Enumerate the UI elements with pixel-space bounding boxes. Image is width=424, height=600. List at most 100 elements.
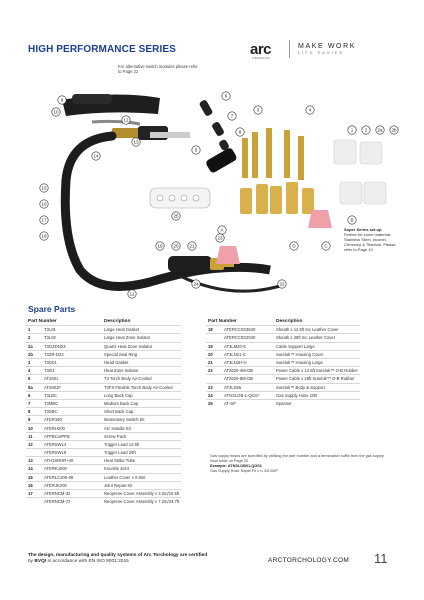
gas-hose-notes: Gas supply hoses are specified by utilis… — [210, 454, 390, 474]
part-item-number: 5a — [26, 382, 42, 392]
callout-label: 16 — [41, 202, 47, 207]
part-number: ATERSWL4 — [42, 439, 102, 449]
part-item-number: 24 — [206, 390, 222, 400]
callout-label: 17 — [41, 218, 47, 223]
part-item-number: 3 — [26, 357, 42, 367]
certification-suffix: in accordance with EN ISO 9001:2015 — [46, 559, 129, 564]
consumables — [216, 128, 387, 264]
callout-label: 9 — [61, 98, 64, 103]
callout-circle — [127, 289, 137, 299]
part-description: Arc Handle Kit — [102, 423, 182, 433]
callout-label: 2a — [377, 128, 383, 133]
part-item-number: 23 — [206, 382, 222, 392]
part-item-number: 15 — [26, 472, 42, 482]
certification-line-1: The design, manufacturing and quality sy… — [28, 553, 208, 558]
part-number: ATERKJ200 — [42, 464, 102, 474]
back-caps — [199, 100, 237, 173]
part-item-number: 25 — [206, 398, 222, 408]
part-item-number: 2 — [26, 333, 42, 343]
callout-label: D — [292, 244, 296, 249]
part-description: T3FX Flexible Torch Body Air-Cooled — [102, 382, 182, 392]
part-number: T3GZDN23 — [42, 341, 102, 351]
page-title: HIGH PERFORMANCE SERIES — [28, 44, 176, 55]
part-number: T3L01 — [42, 325, 102, 334]
part-description: Surelok™ Housing Large — [274, 357, 360, 367]
part-description: Heat Zone Isolator — [102, 366, 182, 375]
callout-circle — [191, 145, 201, 155]
logo-brand: arc — [250, 40, 272, 58]
part-description: Neoprene Cover Assembly x 7.2m/23.7ft — [102, 497, 182, 506]
callout-circle — [347, 215, 357, 225]
brand-logo: arc TORCHOLOGY MAKE WORK LIFE EASIER — [250, 40, 356, 60]
spare-parts-title: Spare Parts — [28, 304, 76, 314]
page-number: 11 — [374, 551, 388, 566]
part-item-number: 1 — [26, 325, 42, 334]
part-description: Neoprene Cover Assembly x 3.2m/10.5ft — [102, 488, 182, 498]
callout-circle — [347, 125, 357, 135]
callout-circle — [121, 115, 131, 125]
part-description: Quartz Heat Zone Isolator — [102, 341, 182, 351]
callout-circle — [155, 241, 165, 251]
part-number: ATERCC0S2040 — [222, 333, 274, 343]
callout-circle — [171, 241, 181, 251]
logo-divider — [289, 40, 291, 58]
logo-sub: TORCHOLOGY — [252, 57, 271, 60]
part-description: Power Cable x 25ft Surelok™ O-B Rubber — [274, 374, 360, 383]
part-description: Knuckle Joint — [102, 464, 182, 474]
callout-label: 12 — [123, 118, 129, 123]
callout-label: A — [220, 228, 223, 233]
part-description: Trigger Lead 12.5ft — [102, 439, 182, 449]
part-description: Long Back Cap — [102, 390, 182, 400]
part-description: Cable Support Large — [274, 341, 360, 351]
callout-circle — [191, 279, 201, 289]
part-item-number: 18 — [206, 325, 222, 334]
part-item-number: 2b — [26, 349, 42, 359]
callout-circle — [57, 95, 67, 105]
part-item-number: 11 — [26, 431, 42, 441]
part-number: ATERCC0S3640 — [222, 325, 274, 334]
callout-label: 11 — [130, 292, 135, 297]
part-number: AT2620-4M-OB — [222, 366, 274, 375]
part-description: Screw Pack — [102, 431, 182, 441]
part-item-number: 22 — [206, 366, 222, 375]
part-description: Sheath x 25ft Inc Leather Cover — [274, 333, 360, 343]
callout-circle — [289, 241, 299, 251]
certification-prefix: by — [28, 559, 35, 564]
callout-label: 23 — [217, 236, 223, 241]
part-number: ATERJK200 — [42, 480, 102, 490]
part-number: ATNSLOB-1-QGS* — [222, 390, 274, 400]
part-number: AT-SP — [222, 398, 274, 408]
part-number: T3ZR-D23 — [42, 349, 102, 359]
part-description: Gas Supply Hose O/B — [274, 390, 360, 400]
callout-label: 24 — [193, 282, 199, 287]
callout-text: Perfect for zoom materials Stainless Ste… — [344, 232, 396, 252]
part-description: Large Heat Gasket — [102, 325, 182, 334]
website-link[interactable]: ARCTORCHOLOGY.COM — [268, 557, 350, 564]
part-item-number: 9 — [26, 415, 42, 424]
col-part-number: Part Number — [28, 319, 57, 325]
part-description: Surelok™ Housing Cover — [274, 349, 360, 359]
super-series-callout: Super Series set-up Perfect for zoom mat… — [344, 227, 404, 252]
callout-circle — [39, 183, 49, 193]
part-number: AT3LM20-5 — [222, 341, 274, 351]
torch-head — [112, 126, 190, 140]
part-description: Special Seal Ring — [102, 349, 182, 359]
